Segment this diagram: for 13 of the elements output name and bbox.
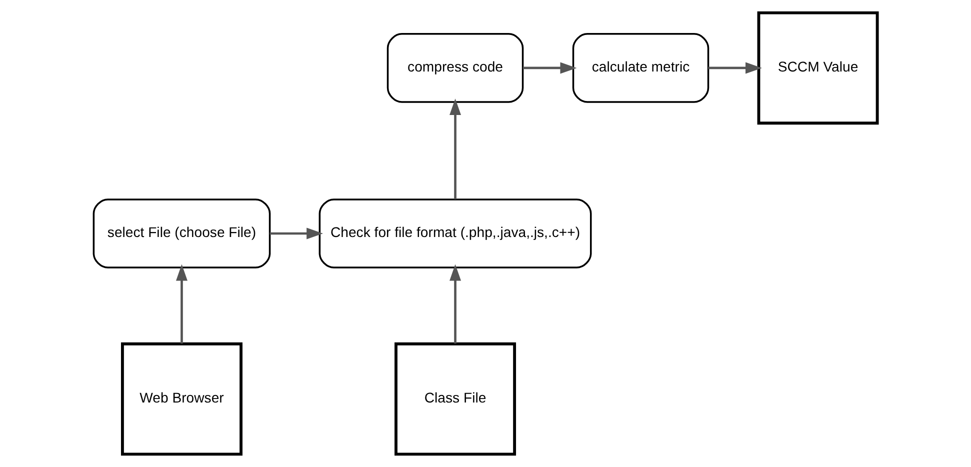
node-box: SCCM Value xyxy=(757,11,879,125)
node-box: select File (choose File) xyxy=(92,198,271,268)
arrow xyxy=(450,264,462,344)
arrow xyxy=(523,62,577,74)
arrow xyxy=(176,264,188,344)
arrow xyxy=(450,98,462,200)
node-box: Check for file format (.php,.java,.js,.c++) xyxy=(318,198,592,268)
arrow xyxy=(270,228,324,240)
node-box: Class File xyxy=(394,342,516,456)
arrow xyxy=(708,62,762,74)
node-box: calculate metric xyxy=(572,33,710,103)
node-box: compress code xyxy=(386,33,524,103)
node-box: Web Browser xyxy=(120,342,242,456)
